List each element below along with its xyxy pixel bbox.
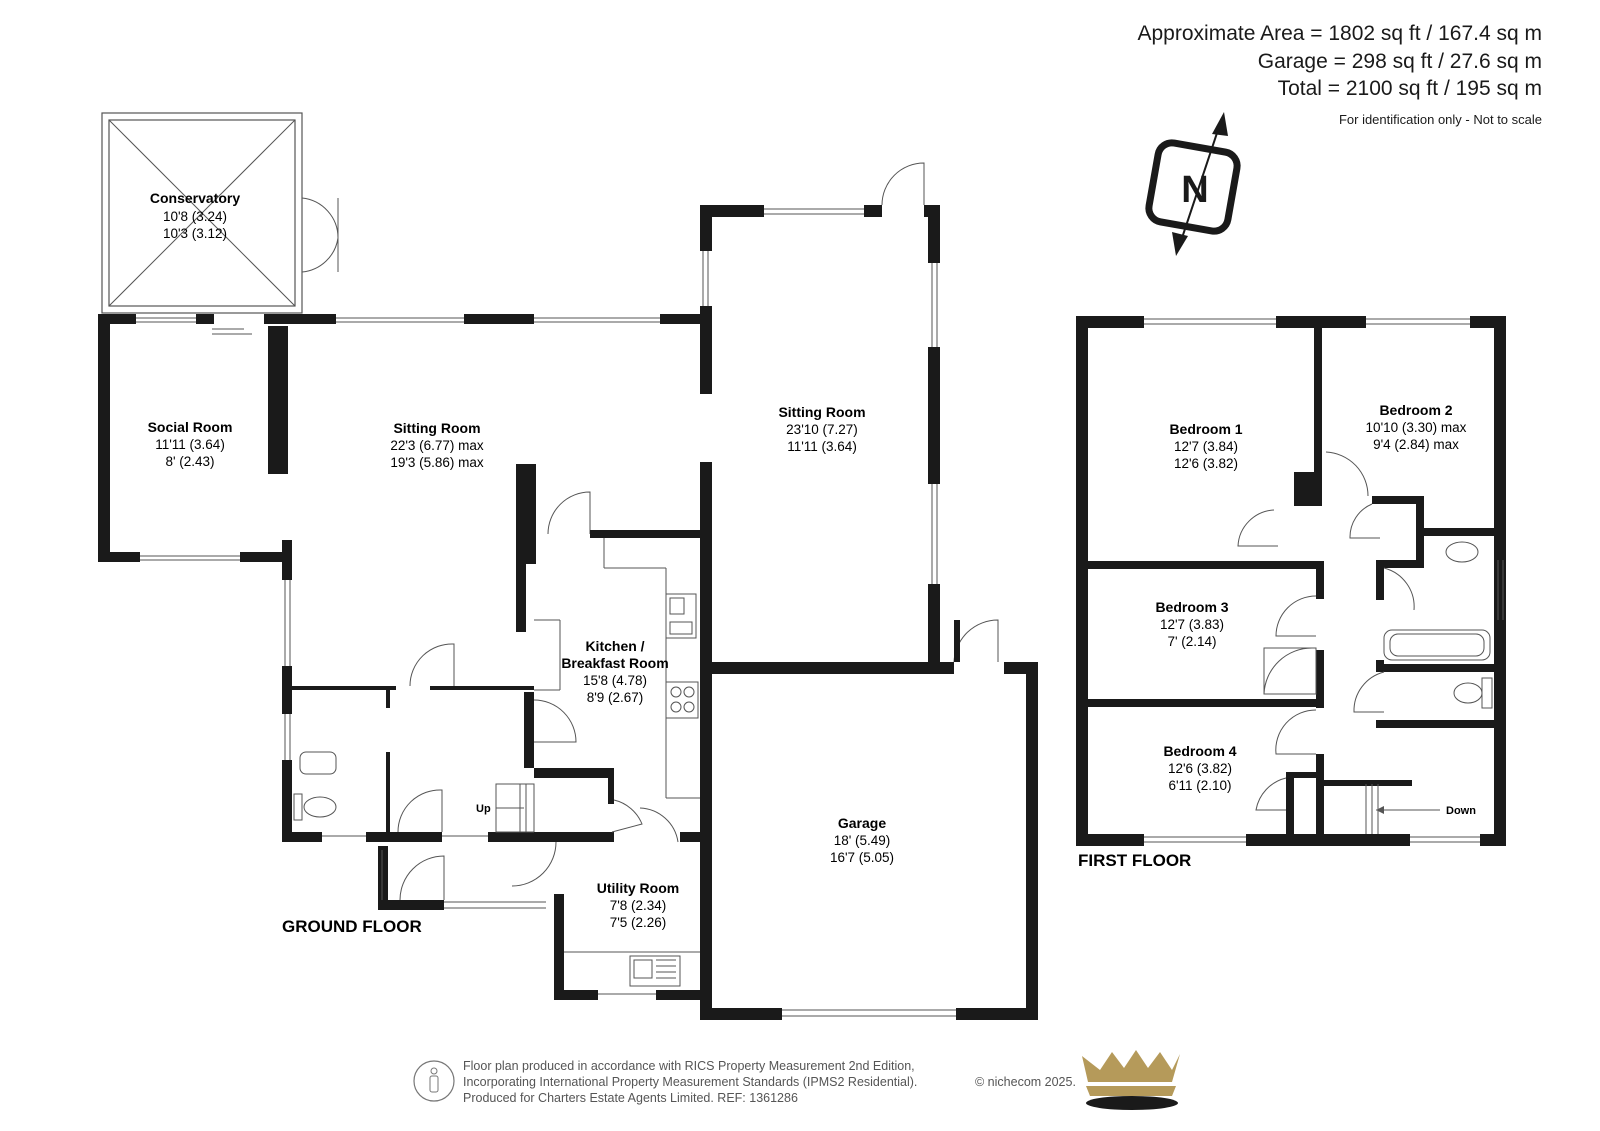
bedroom-2-label: Bedroom 2 10'10 (3.30) max 9'4 (2.84) ma… xyxy=(1366,402,1467,452)
first-floor-plan xyxy=(1076,316,1506,846)
room-dim: 9'4 (2.84) max xyxy=(1373,437,1459,452)
room-name: Social Room xyxy=(148,419,233,435)
room-name: Conservatory xyxy=(150,190,240,206)
conservatory-structure xyxy=(101,112,339,314)
room-dim: 16'7 (5.05) xyxy=(830,850,894,865)
sitting-room-2-label: Sitting Room 23'10 (7.27) 11'11 (3.64) xyxy=(778,404,865,454)
room-dim: 12'7 (3.84) xyxy=(1174,439,1238,454)
social-room-label: Social Room 11'11 (3.64) 8' (2.43) xyxy=(148,419,233,469)
compass-letter: N xyxy=(1181,169,1208,211)
room-dim: 12'6 (3.82) xyxy=(1168,761,1232,776)
room-dim: 11'11 (3.64) xyxy=(787,439,857,454)
room-name: Bedroom 4 xyxy=(1163,743,1236,759)
bedroom-3-label: Bedroom 3 12'7 (3.83) 7' (2.14) xyxy=(1155,599,1228,649)
room-dim: 7'5 (2.26) xyxy=(610,915,667,930)
ground-floor-title: GROUND FLOOR xyxy=(282,917,422,936)
footer-line-3: Produced for Charters Estate Agents Limi… xyxy=(463,1091,798,1105)
stairs-down-label: Down xyxy=(1446,805,1476,817)
room-dim: 8'9 (2.67) xyxy=(587,690,644,705)
footer-line-1: Floor plan produced in accordance with R… xyxy=(463,1059,915,1073)
stairs-up-label: Up xyxy=(476,803,491,815)
room-dim: 15'8 (4.78) xyxy=(583,673,647,688)
room-dim: 7'8 (2.34) xyxy=(610,898,667,913)
room-name: Sitting Room xyxy=(778,404,865,420)
room-name: Sitting Room xyxy=(393,420,480,436)
total-area-text: Total = 2100 sq ft / 195 sq m xyxy=(1277,77,1542,100)
room-dim: 10'10 (3.30) max xyxy=(1366,420,1467,435)
room-dim: 7' (2.14) xyxy=(1167,634,1216,649)
north-compass-icon: N xyxy=(1145,112,1241,256)
approximate-area-text: Approximate Area = 1802 sq ft / 167.4 sq… xyxy=(1137,22,1543,45)
conservatory-label: Conservatory 10'8 (3.24) 10'3 (3.12) xyxy=(150,190,240,241)
room-dim: 12'7 (3.83) xyxy=(1160,617,1224,632)
first-floor-title: FIRST FLOOR xyxy=(1078,851,1191,870)
identification-note: For identification only - Not to scale xyxy=(1338,112,1542,127)
room-dim: 19'3 (5.86) max xyxy=(390,455,484,470)
garage-label: Garage 18' (5.49) 16'7 (5.05) xyxy=(830,815,894,865)
room-name: Bedroom 3 xyxy=(1155,599,1228,615)
room-dim: 23'10 (7.27) xyxy=(786,422,858,437)
bedroom-1-label: Bedroom 1 12'7 (3.84) 12'6 (3.82) xyxy=(1169,421,1242,471)
room-name: Bedroom 1 xyxy=(1169,421,1242,437)
footer-line-2: Incorporating International Property Mea… xyxy=(463,1075,918,1089)
kitchen-label: Kitchen / Breakfast Room 15'8 (4.78) 8'9… xyxy=(561,638,668,705)
ground-floor-plan xyxy=(98,112,1038,1020)
footer-copyright: © nichecom 2025. xyxy=(975,1075,1076,1089)
room-name: Bedroom 2 xyxy=(1379,402,1452,418)
room-dim: 8' (2.43) xyxy=(165,454,214,469)
footer-disclaimer: Floor plan produced in accordance with R… xyxy=(463,1058,1076,1106)
room-name: Garage xyxy=(838,815,886,831)
crown-logo-icon xyxy=(1082,1050,1180,1110)
garage-area-text: Garage = 298 sq ft / 27.6 sq m xyxy=(1257,50,1542,73)
room-name: Kitchen / xyxy=(585,638,644,654)
bedroom-4-label: Bedroom 4 12'6 (3.82) 6'11 (2.10) xyxy=(1163,743,1236,793)
room-dim: 11'11 (3.64) xyxy=(155,437,225,452)
room-dim: 12'6 (3.82) xyxy=(1174,456,1238,471)
room-dim: 18' (5.49) xyxy=(834,833,891,848)
room-dim: 10'3 (3.12) xyxy=(163,226,227,241)
utility-room-label: Utility Room 7'8 (2.34) 7'5 (2.26) xyxy=(597,880,679,930)
sitting-room-1-label: Sitting Room 22'3 (6.77) max 19'3 (5.86)… xyxy=(390,420,484,470)
person-icon xyxy=(413,1060,455,1102)
room-name: Breakfast Room xyxy=(561,655,668,671)
room-dim: 22'3 (6.77) max xyxy=(390,438,484,453)
room-dim: 10'8 (3.24) xyxy=(163,209,227,224)
room-dim: 6'11 (2.10) xyxy=(1168,778,1231,793)
room-name: Utility Room xyxy=(597,880,679,896)
